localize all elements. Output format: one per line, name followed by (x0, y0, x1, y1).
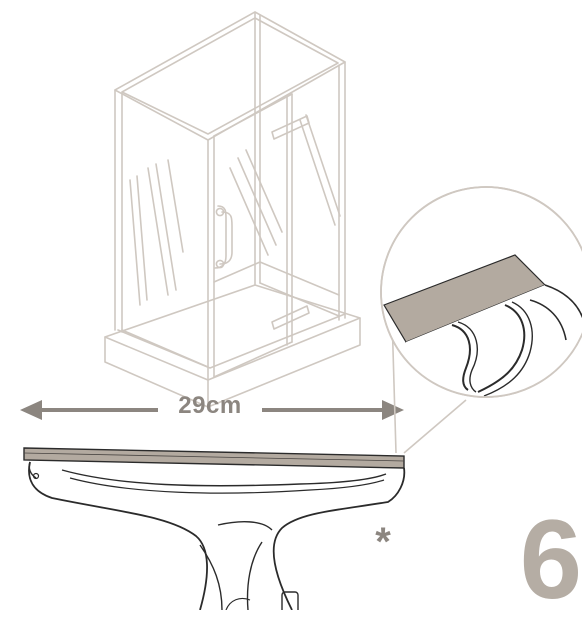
shower-enclosure-icon (104, 11, 361, 408)
dimension-label: 29cm (178, 392, 242, 419)
step-number: 6 (519, 497, 582, 622)
blade-zoom-icon (380, 186, 582, 454)
dimension-arrow (20, 400, 404, 420)
window-vacuum-icon (23, 447, 406, 610)
asterisk-note-marker: * (375, 520, 391, 564)
